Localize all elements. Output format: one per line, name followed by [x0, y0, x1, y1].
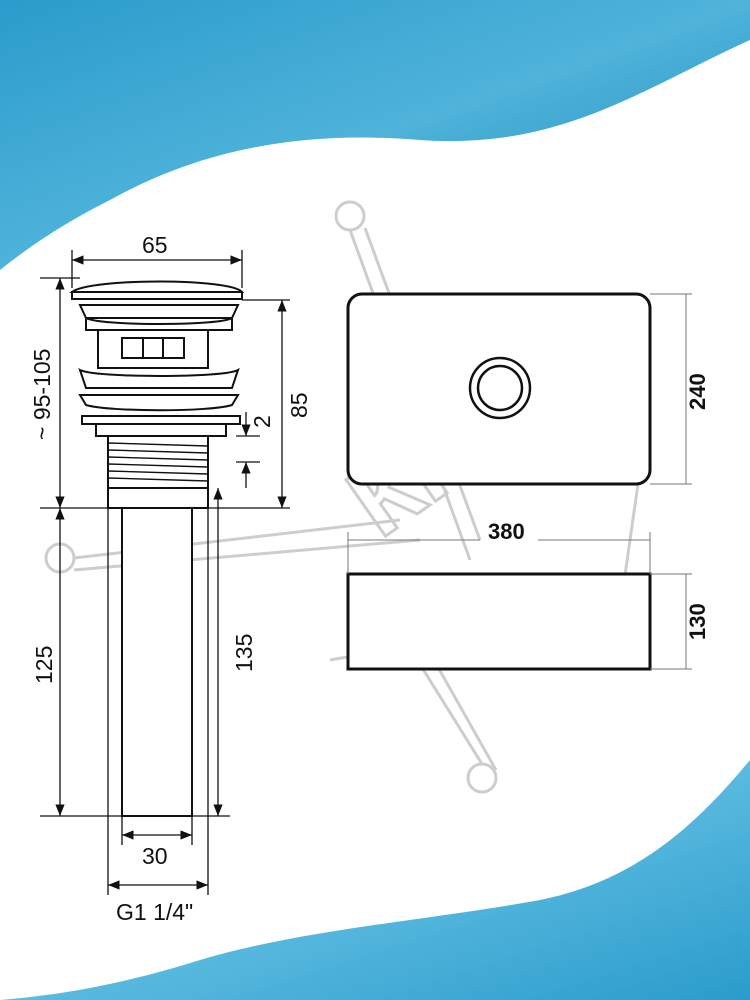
drain-flange [71, 291, 243, 300]
label-basin-length: 380 [488, 519, 525, 544]
basin-drawing [346, 292, 652, 671]
label-total-height: ~ 95-105 [29, 349, 55, 440]
drain-drawing [69, 280, 245, 817]
basin-side-view [346, 572, 652, 671]
label-tube-length: 125 [31, 646, 57, 684]
label-tube-diameter: 30 [142, 843, 168, 869]
background-wave-top [0, 0, 750, 270]
basin-drain-hole-inner [476, 364, 524, 412]
label-basin-depth: 240 [685, 373, 710, 410]
label-thread: G1 1/4" [116, 899, 193, 925]
label-tube-length-total: 135 [231, 634, 257, 672]
drain-dimension-lines [40, 250, 290, 895]
drain-tube [121, 507, 193, 817]
drain-nut [81, 415, 241, 425]
label-cap-width: 65 [142, 232, 168, 258]
basin-dimension-lines [347, 293, 692, 670]
label-body-height: 85 [286, 392, 312, 418]
drain-cap [69, 280, 245, 293]
label-basin-height: 130 [685, 603, 710, 640]
label-gap: 2 [249, 415, 275, 428]
background-wave-bottom [0, 760, 750, 1000]
